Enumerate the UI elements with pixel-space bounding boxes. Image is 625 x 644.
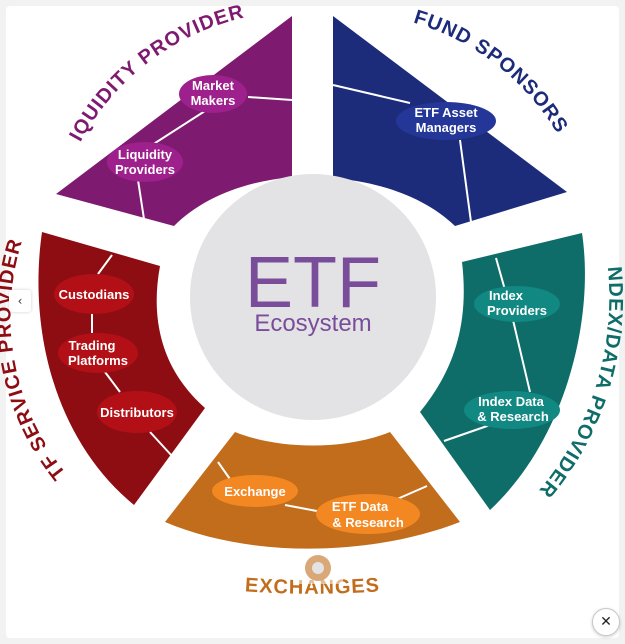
connector-line bbox=[394, 485, 428, 501]
connector-lines bbox=[91, 84, 531, 513]
node-label-line: & Research bbox=[477, 409, 549, 424]
connector-line bbox=[137, 179, 145, 220]
connector-line bbox=[284, 504, 323, 513]
node-label-line: ETF Asset bbox=[414, 105, 478, 120]
chevron-left-icon: ‹ bbox=[17, 294, 23, 308]
close-icon: ✕ bbox=[600, 614, 612, 630]
connector-line bbox=[332, 84, 411, 104]
node-liquidity-market-makers: Market Makers bbox=[179, 75, 247, 113]
node-label-line: Trading bbox=[69, 338, 116, 353]
node-label-line: Managers bbox=[416, 120, 477, 135]
node-label-line: Platforms bbox=[68, 353, 128, 368]
node-custodians: Custodians bbox=[54, 274, 134, 314]
connector-line bbox=[151, 110, 206, 146]
node-label-line: Liquidity bbox=[118, 147, 173, 162]
node-label-line: Index bbox=[489, 288, 524, 303]
node-trading-platforms: Trading Platforms bbox=[58, 333, 138, 373]
connector-line bbox=[149, 431, 173, 457]
node-label-line: Distributors bbox=[100, 405, 174, 420]
connector-line bbox=[104, 371, 121, 393]
center-subtitle: Ecosystem bbox=[254, 310, 371, 337]
node-etf-asset-managers: ETF Asset Managers bbox=[396, 102, 496, 140]
node-label-line: Exchange bbox=[224, 484, 285, 499]
node-label-line: & Research bbox=[332, 515, 404, 530]
ecosystem-thumbnail-icon bbox=[293, 552, 343, 584]
node-label-line: Makers bbox=[191, 93, 236, 108]
node-label-line: Custodians bbox=[59, 287, 130, 302]
node-label-line: Providers bbox=[487, 303, 547, 318]
connector-line bbox=[97, 254, 113, 275]
center-circle bbox=[190, 174, 436, 420]
node-etf-data-research: ETF Data & Research bbox=[316, 494, 420, 534]
node-liquidity-providers: Liquidity Providers bbox=[107, 142, 183, 182]
close-button[interactable]: ✕ bbox=[592, 608, 620, 636]
collapse-button[interactable]: ‹ bbox=[9, 290, 31, 312]
node-index-providers: Index Providers bbox=[474, 286, 560, 322]
connector-line bbox=[443, 424, 491, 442]
node-exchange: Exchange bbox=[212, 475, 298, 507]
node-label-line: Index Data bbox=[478, 394, 545, 409]
node-label-line: Market bbox=[192, 78, 235, 93]
connector-line bbox=[459, 139, 472, 223]
connector-line bbox=[512, 319, 531, 393]
connector-line bbox=[495, 257, 506, 291]
node-label-line: ETF Data bbox=[332, 499, 389, 514]
node-label-line: Providers bbox=[115, 162, 175, 177]
connector-line bbox=[247, 96, 293, 101]
center-title: ETF bbox=[245, 243, 381, 323]
node-index-data-research: Index Data & Research bbox=[464, 391, 560, 429]
node-distributors: Distributors bbox=[97, 391, 177, 433]
